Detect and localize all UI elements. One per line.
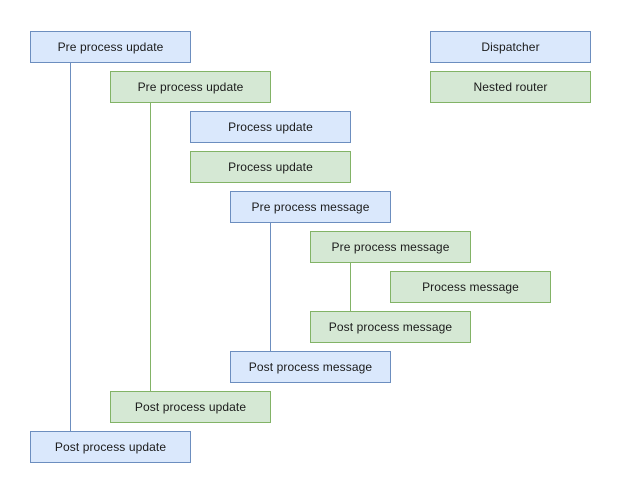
node-post-process-message-blue[interactable]: Post process message bbox=[230, 351, 391, 383]
node-label: Post process update bbox=[134, 400, 247, 414]
node-label: Pre process update bbox=[137, 80, 244, 94]
connector-pre-message-green-to-post-message-green bbox=[350, 263, 351, 311]
node-process-message-green[interactable]: Process message bbox=[390, 271, 551, 303]
node-post-process-message-green[interactable]: Post process message bbox=[310, 311, 471, 343]
connector-pre-message-blue-to-post-message-blue bbox=[270, 223, 271, 351]
node-label: Pre process update bbox=[57, 40, 164, 54]
connector-pre-update-green-to-post-update-green bbox=[150, 103, 151, 391]
legend-item-dispatcher-blue[interactable]: Dispatcher bbox=[430, 31, 591, 63]
node-process-update-blue[interactable]: Process update bbox=[190, 111, 351, 143]
node-label: Process message bbox=[422, 280, 519, 294]
legend-item-label: Dispatcher bbox=[481, 40, 540, 54]
node-label: Post process message bbox=[328, 320, 453, 334]
node-pre-process-message-blue[interactable]: Pre process message bbox=[230, 191, 391, 223]
node-label: Process update bbox=[228, 120, 313, 134]
node-pre-process-message-green[interactable]: Pre process message bbox=[310, 231, 471, 263]
node-post-process-update-green[interactable]: Post process update bbox=[110, 391, 271, 423]
node-label: Pre process message bbox=[251, 200, 370, 214]
legend-item-nested-router-green[interactable]: Nested router bbox=[430, 71, 591, 103]
node-label: Pre process message bbox=[331, 240, 450, 254]
node-label: Post process update bbox=[54, 440, 167, 454]
node-pre-process-update-blue[interactable]: Pre process update bbox=[30, 31, 191, 63]
connector-pre-update-blue-to-post-update-blue bbox=[70, 63, 71, 431]
node-label: Post process message bbox=[248, 360, 373, 374]
legend-item-label: Nested router bbox=[473, 80, 548, 94]
node-pre-process-update-green[interactable]: Pre process update bbox=[110, 71, 271, 103]
node-process-update-green[interactable]: Process update bbox=[190, 151, 351, 183]
node-label: Process update bbox=[228, 160, 313, 174]
node-post-process-update-blue[interactable]: Post process update bbox=[30, 431, 191, 463]
